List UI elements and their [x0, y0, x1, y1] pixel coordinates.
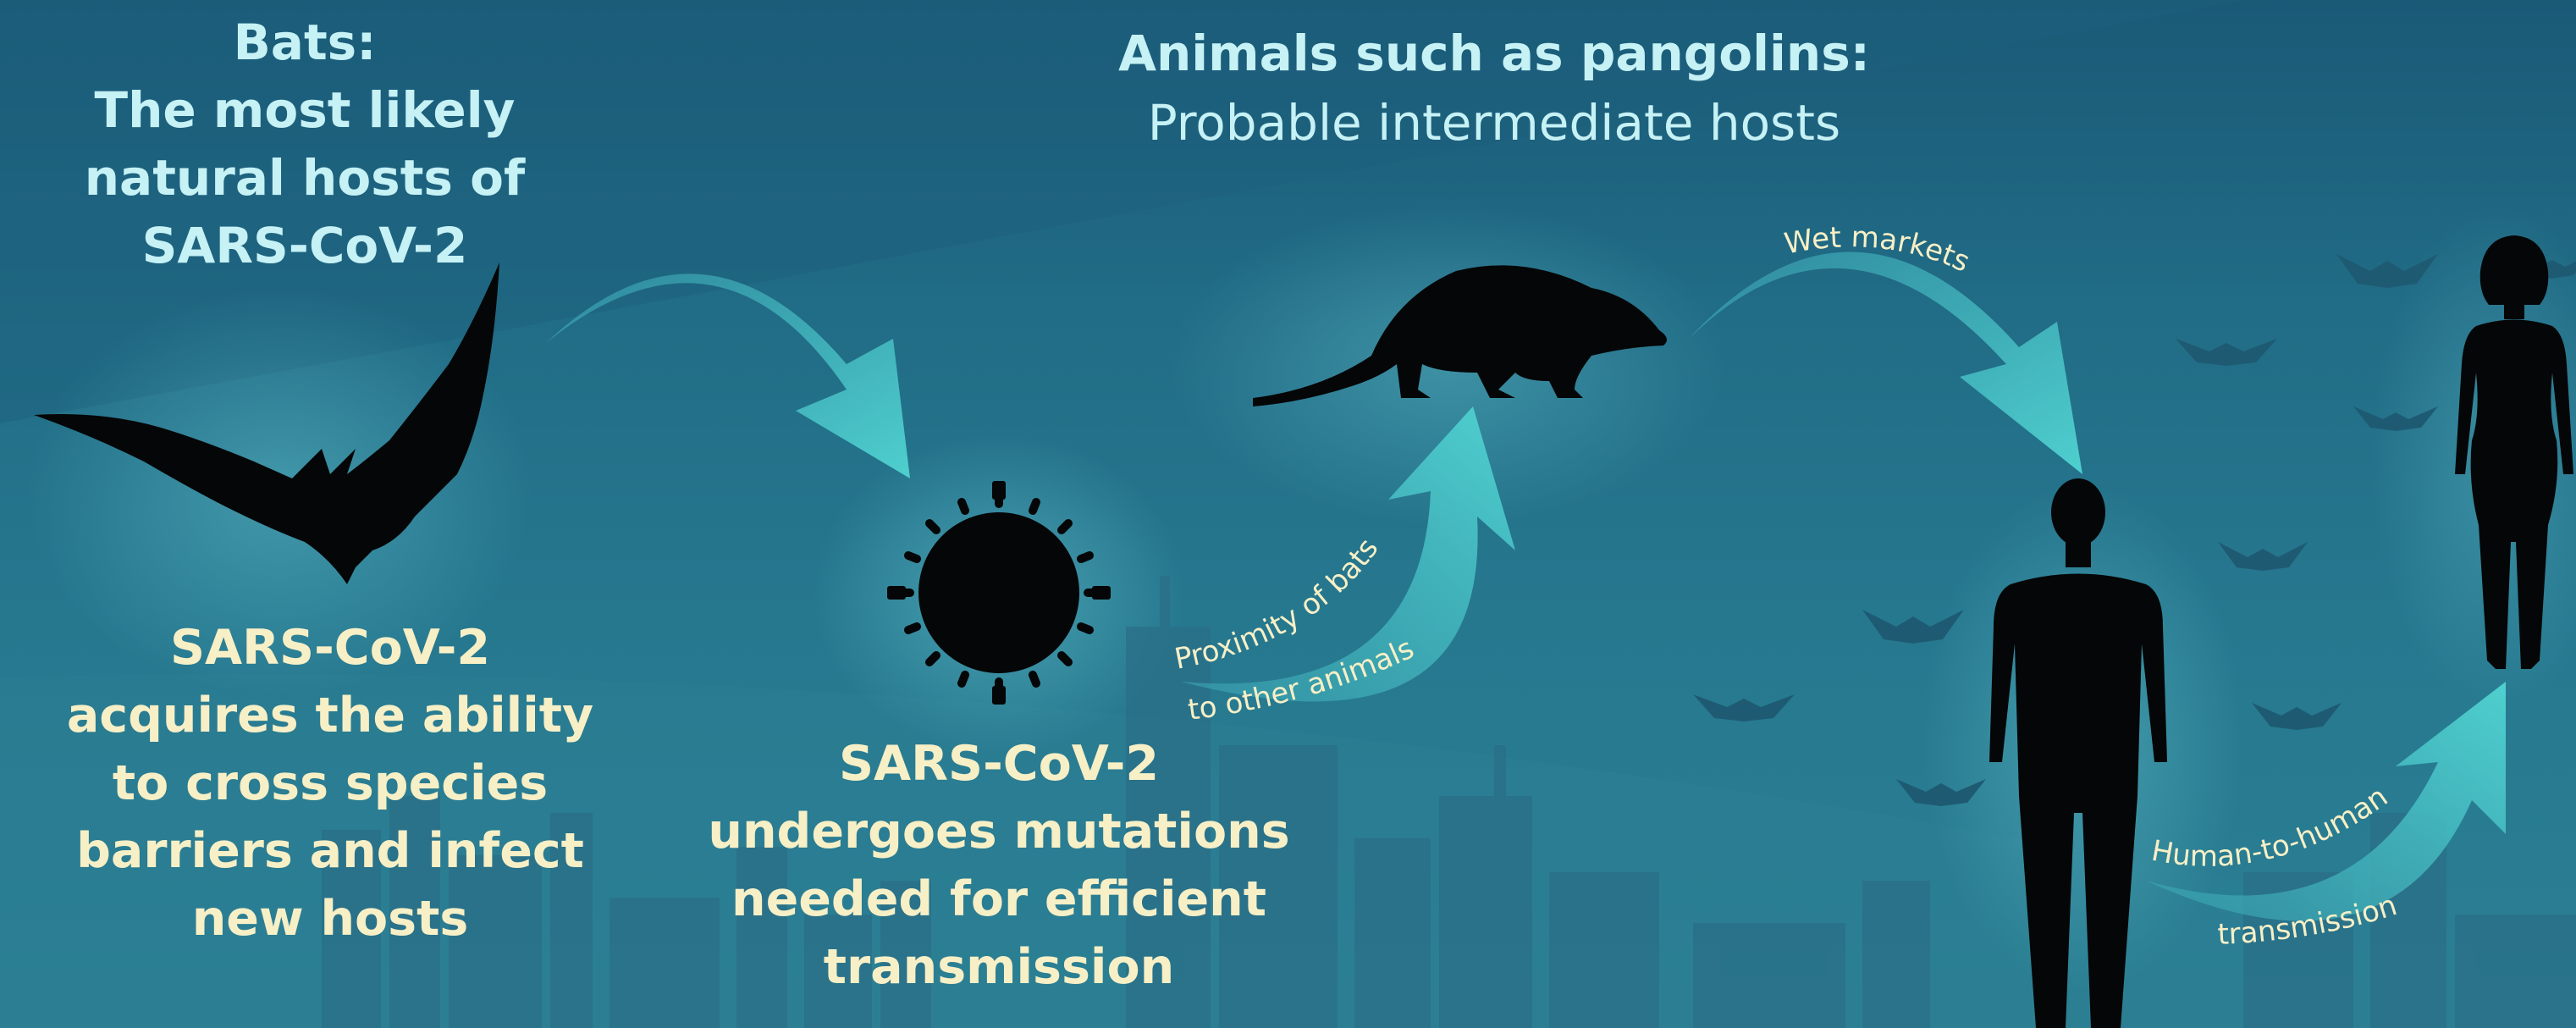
mutations-caption-line-2: undergoes mutations [708, 804, 1290, 859]
intermediate-hosts-title: Animals such as pangolins: Probable inte… [1016, 19, 1972, 158]
cross-species-caption-line-5: new hosts [191, 891, 469, 947]
cross-species-caption-line-1: SARS-CoV-2 [169, 620, 491, 676]
cross-species-caption-line-4: barriers and infect [76, 823, 584, 879]
arrow-pangolin-to-human [1689, 251, 2082, 474]
mutations-caption-line-1: SARS-CoV-2 [838, 736, 1160, 792]
cross-species-caption: SARS-CoV-2 acquires the ability to cross… [17, 614, 643, 953]
intermediate-title-line-1: Animals such as pangolins: [1118, 25, 1870, 82]
mutations-caption-line-3: needed for efficient [731, 871, 1266, 927]
pangolin-silhouette [1253, 265, 1667, 406]
virus-icon [887, 481, 1111, 705]
bats-title: Bats: The most likely natural hosts of S… [34, 8, 576, 279]
intermediate-title-line-2: Probable intermediate hosts [1147, 94, 1841, 152]
woman-silhouette [2455, 235, 2573, 669]
cross-species-caption-line-2: acquires the ability [66, 688, 594, 743]
bats-title-line-2: The most likely [94, 81, 516, 139]
cross-species-caption-line-3: to cross species [112, 755, 549, 811]
mutations-caption: SARS-CoV-2 undergoes mutations needed fo… [643, 730, 1354, 1001]
arrow-bat-to-virus [546, 274, 910, 478]
bats-title-line-1: Bats: [233, 14, 377, 71]
man-silhouette [1989, 478, 2167, 1028]
mutations-caption-line-4: transmission [823, 939, 1175, 995]
arrow-human-to-human [2146, 682, 2506, 921]
bat-silhouette [34, 263, 499, 584]
bats-title-line-4: SARS-CoV-2 [141, 217, 468, 274]
arrow-virus-to-pangolin [1181, 406, 1515, 702]
city-skyline [322, 576, 2576, 1028]
bats-title-line-3: natural hosts of [84, 149, 526, 207]
